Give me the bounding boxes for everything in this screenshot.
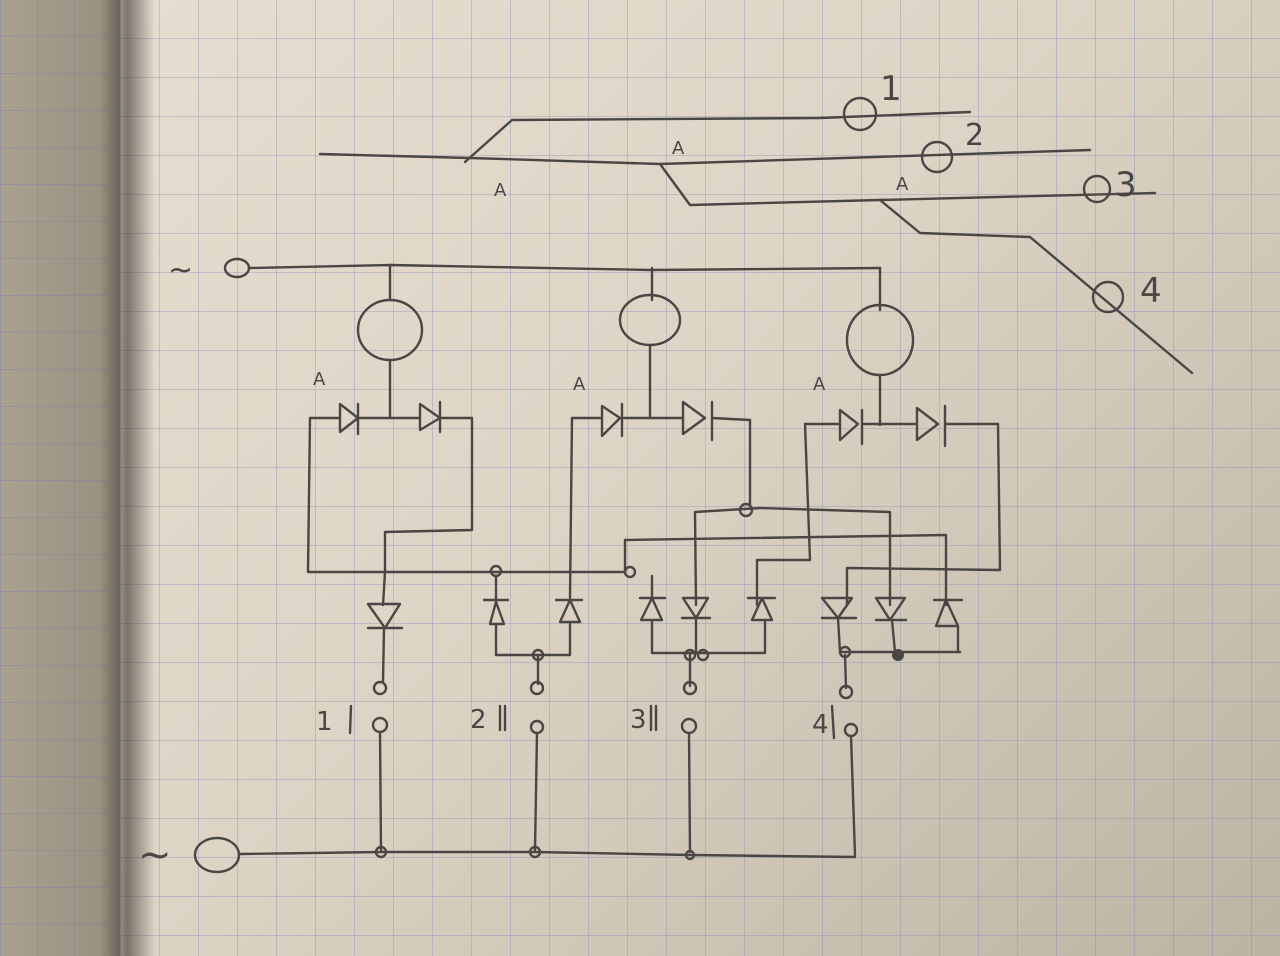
- button-3-wire: [687, 731, 692, 854]
- motor-1-coil: [356, 298, 424, 362]
- motor-2-diode-right: [648, 400, 752, 442]
- switch-a-label-1: A: [494, 180, 507, 201]
- motor-2-diode-left: [570, 402, 652, 438]
- signal-1-label: 1: [880, 69, 902, 109]
- motor-1-label: A: [313, 369, 326, 390]
- signal-4-icon: [1091, 280, 1125, 314]
- graph-paper-page: [120, 0, 1280, 956]
- bottom-ac-symbol: ~: [138, 832, 172, 878]
- matrix-diode-3b: [680, 596, 712, 655]
- top-supply-wire: [247, 263, 882, 272]
- top-supply-rail: ~: [168, 253, 882, 312]
- signal-2-icon: [920, 140, 954, 174]
- matrix-diode-1a: [366, 602, 404, 684]
- matrix-diode-4a: [820, 596, 962, 654]
- top-ac-symbol: ~: [168, 253, 193, 288]
- button-3-top-contact: [682, 680, 698, 696]
- button-2-top-contact: [529, 680, 545, 696]
- button-1-label: 1: [316, 707, 333, 737]
- matrix-diode-3c: [746, 596, 777, 622]
- matrix-diode-4-stem: [843, 653, 848, 690]
- button-3-label: 3: [630, 705, 647, 735]
- motor-1-diode-left: [308, 402, 392, 436]
- motor-3-label: A: [813, 374, 826, 395]
- button-1-top-contact: [372, 680, 388, 696]
- motor-2-label: A: [573, 374, 586, 395]
- junction-dot: [528, 845, 542, 859]
- motor-1-group: A: [306, 298, 627, 607]
- junction-dot: [696, 648, 710, 662]
- button-3-bottom-contact: [680, 717, 698, 735]
- signal-4-label: 4: [1140, 271, 1162, 311]
- matrix-diode-4b: [874, 596, 908, 654]
- matrix-diode-2b: [554, 598, 584, 624]
- track-branch-4: [878, 198, 1194, 375]
- junction-dot: [684, 849, 696, 861]
- bottom-supply-wire: [238, 850, 857, 859]
- button-2-wire: [533, 731, 539, 852]
- pushbuttons: 1 2 3 4: [316, 680, 859, 857]
- motor-3-wiring: [755, 422, 1002, 607]
- notebook-spine-shadow: [100, 0, 155, 956]
- button-2-contact-bar: [498, 704, 507, 732]
- matrix-diode-2a: [482, 574, 572, 657]
- motor-1-wiring: [306, 416, 627, 607]
- matrix-diode-4c: [932, 598, 964, 654]
- matrix-diode-3a: [638, 574, 767, 655]
- bottom-supply-rail: ~: [138, 832, 857, 878]
- pushbutton-4: 4: [812, 684, 859, 857]
- button-4-wire: [849, 734, 857, 857]
- motor-2-coil: [618, 293, 682, 347]
- motor-3-coil: [845, 303, 915, 377]
- button-4-contact-bar: [830, 704, 836, 740]
- junction-dot: [374, 845, 388, 859]
- junction-dot: [738, 502, 754, 518]
- motor-2-wiring: [568, 416, 948, 607]
- track-branch-1: [463, 110, 972, 164]
- track-branch-3: [658, 162, 1157, 207]
- signal-3-icon: [1082, 174, 1112, 204]
- switch-a-label-3: A: [896, 174, 909, 195]
- signal-3-label: 3: [1115, 165, 1137, 205]
- button-1-bottom-contact: [371, 716, 389, 734]
- button-4-top-contact: [838, 684, 854, 700]
- button-4-label: 4: [812, 710, 829, 740]
- motor-3-diode-right: [878, 404, 1000, 448]
- signal-1-icon: [842, 96, 878, 132]
- motor-2-group: A: [568, 293, 948, 607]
- motor-3-diode-left: [803, 408, 882, 446]
- button-4-bottom-contact: [843, 722, 859, 738]
- motor-3-group: A: [755, 303, 1002, 607]
- pushbutton-2: 2: [470, 680, 545, 852]
- button-2-bottom-contact: [529, 719, 545, 735]
- top-supply-terminal: [223, 257, 251, 279]
- junction-dot: [623, 565, 637, 579]
- diode-matrix: [366, 574, 964, 690]
- pushbutton-1: 1: [316, 680, 389, 852]
- signal-2-label: 2: [965, 118, 984, 153]
- button-1-contact-bar: [348, 704, 353, 735]
- bottom-supply-terminal: [193, 836, 241, 874]
- button-2-label: 2: [470, 705, 487, 735]
- junction-dots: [489, 502, 904, 662]
- button-3-contact-bar: [649, 704, 658, 732]
- track-plan: 1 2 3 4 A A A: [318, 69, 1194, 375]
- button-1-wire: [378, 730, 383, 852]
- pushbutton-3: 3: [630, 680, 698, 854]
- switch-a-label-2: A: [672, 138, 685, 159]
- motor-1-diode-right: [388, 400, 474, 434]
- track-line-2: [318, 148, 1092, 166]
